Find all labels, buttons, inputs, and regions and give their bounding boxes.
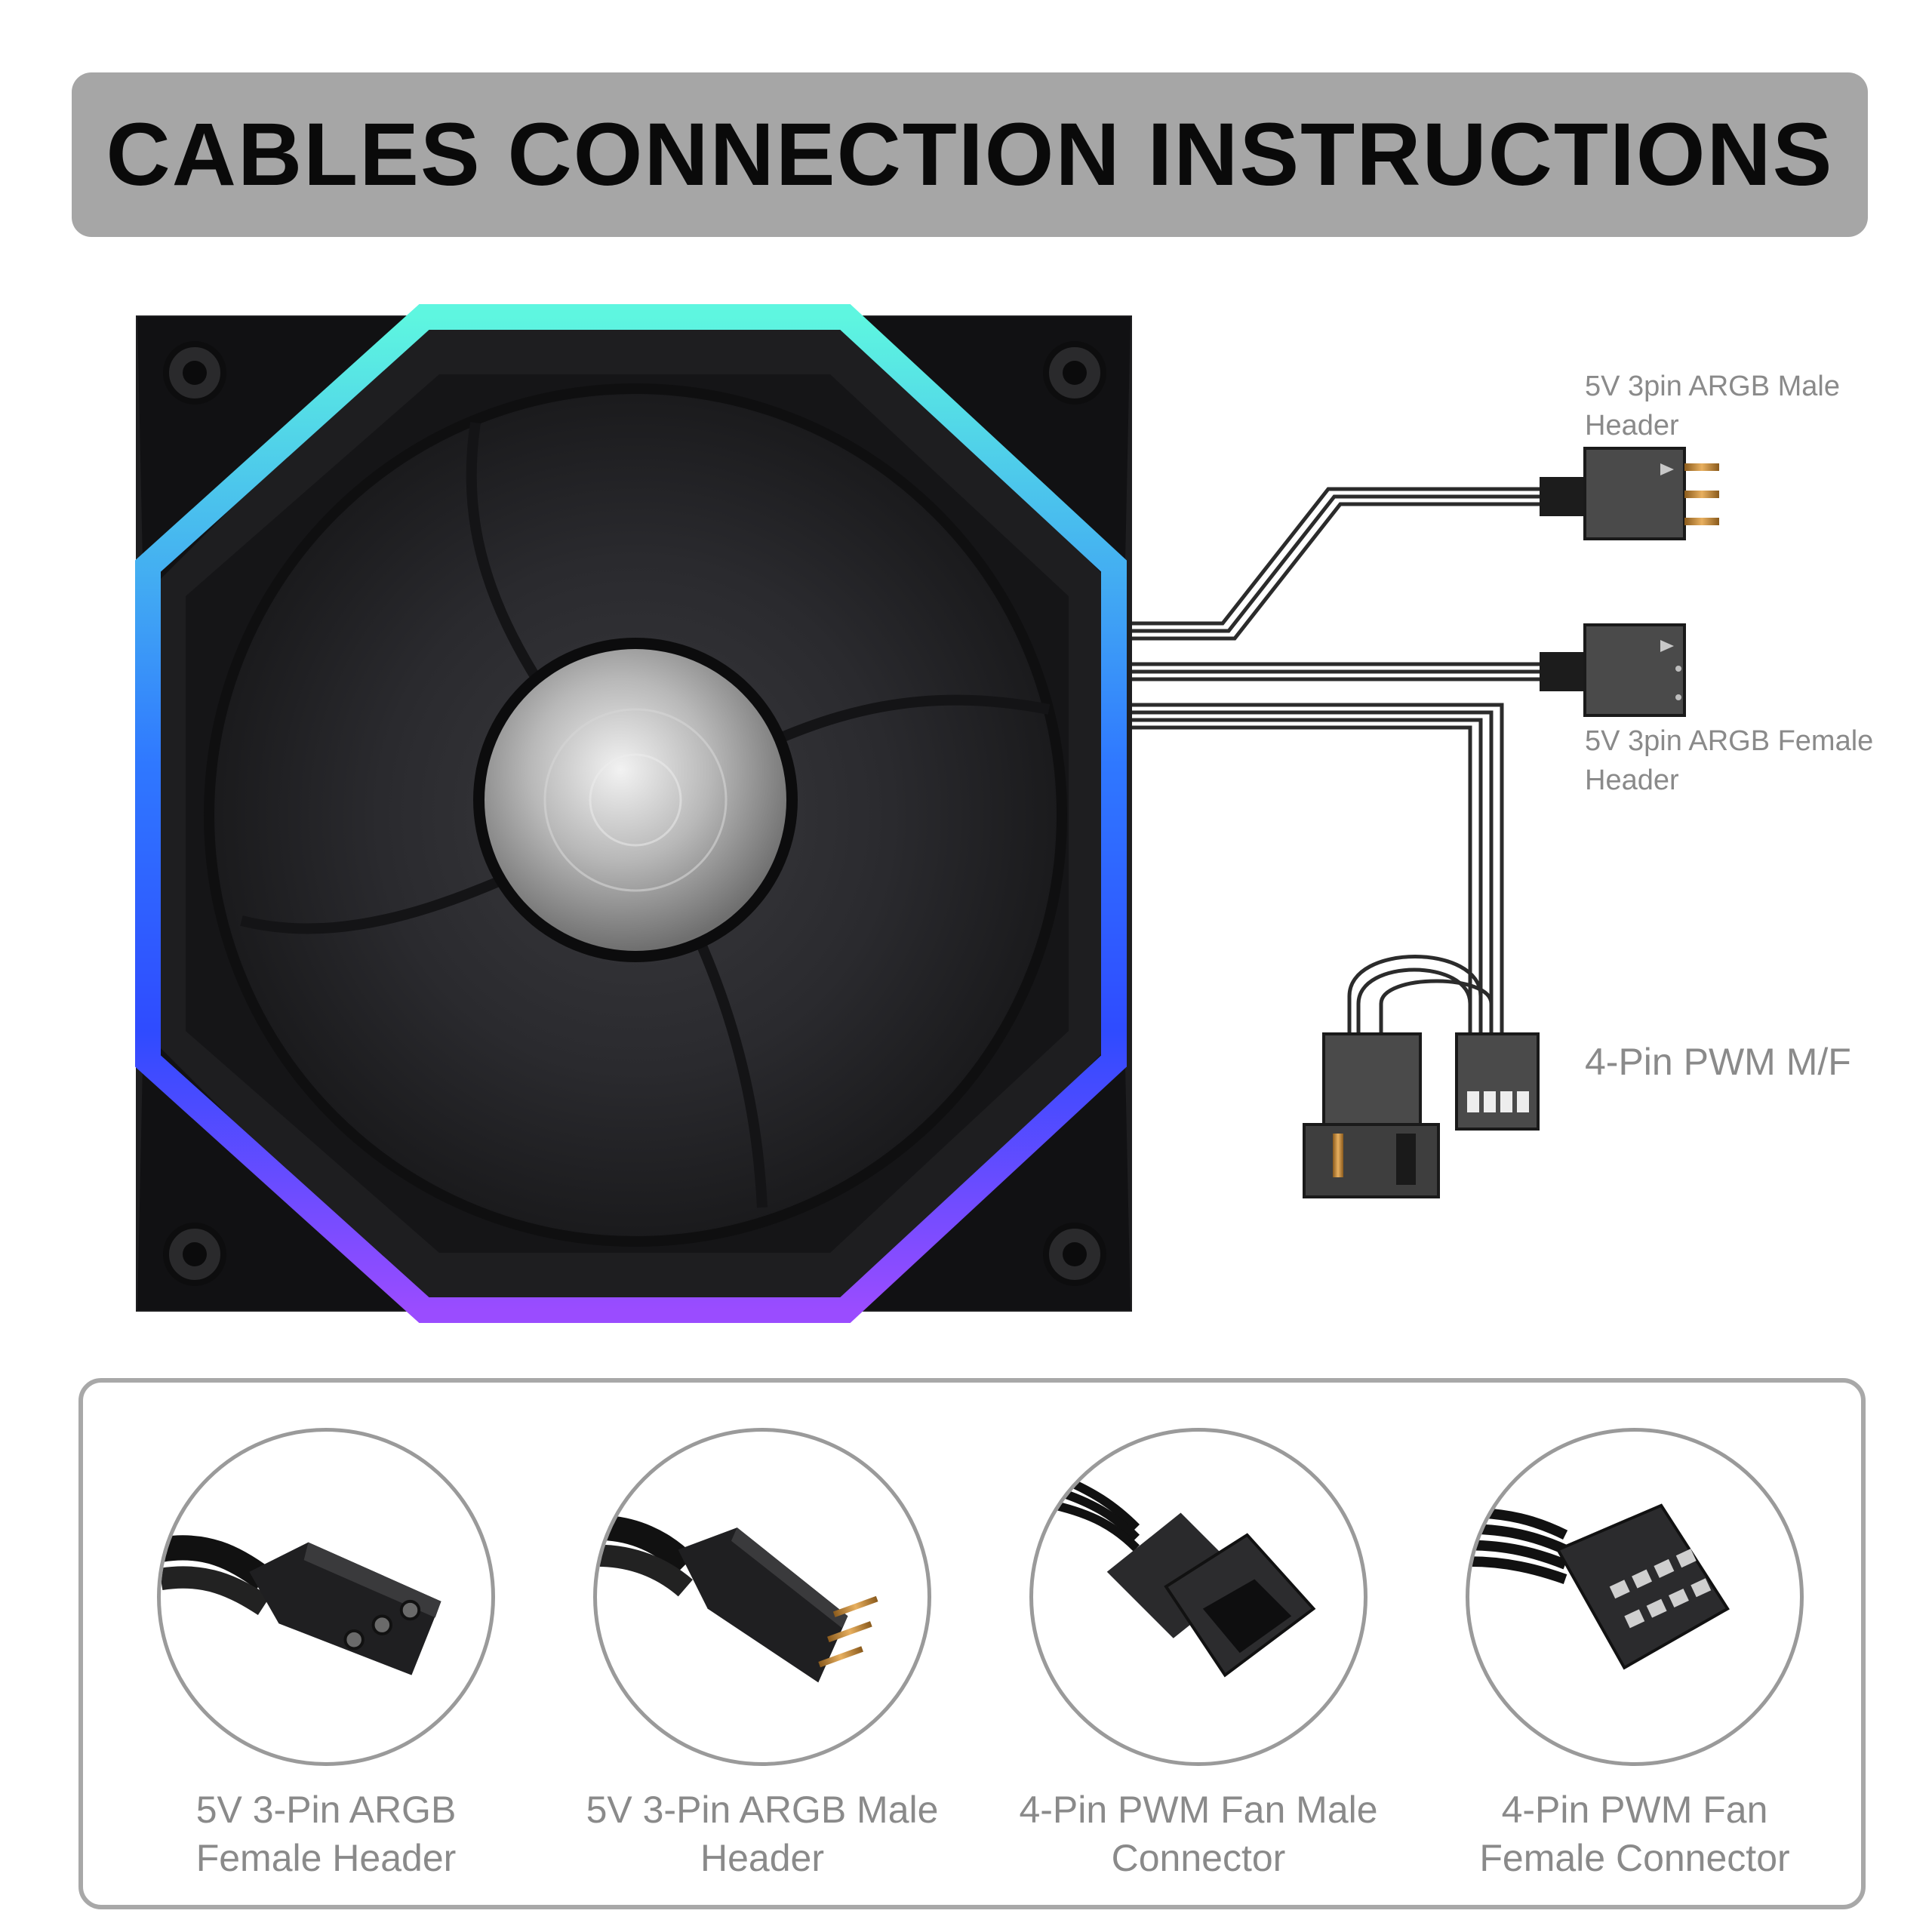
pwm-female-connector-diagram-icon — [1455, 1032, 1540, 1131]
connector-caption: 5V 3-Pin ARGB Male Header — [586, 1789, 939, 1879]
connector-caption: 5V 3-Pin ARGB Female Header — [195, 1789, 457, 1879]
connector-legend-panel: 5V 3-Pin ARGB Female Header 5V 3-Pin ARG… — [78, 1378, 1866, 1909]
page-title: CABLES CONNECTION INSTRUCTIONS — [106, 105, 1834, 205]
callout-argb-female: 5V 3pin ARGB Female Header — [1585, 725, 1874, 796]
connector-item-pwm-female: 4-Pin PWM Fan Female Connector — [1438, 1428, 1831, 1882]
fan-wiring-diagram — [135, 304, 1719, 1323]
title-banner: CABLES CONNECTION INSTRUCTIONS — [72, 72, 1868, 237]
pwm-male-connector-icon — [1029, 1428, 1367, 1766]
callout-argb-male: 5V 3pin ARGB Male Header — [1585, 371, 1840, 441]
connector-caption: 4-Pin PWM Fan Female Connector — [1479, 1789, 1790, 1879]
argb-male-connector-icon — [593, 1428, 931, 1766]
cable-bundle — [1132, 487, 1540, 1034]
connector-caption: 4-Pin PWM Fan Male Connector — [1019, 1789, 1378, 1879]
connector-item-pwm-male: 4-Pin PWM Fan Male Connector — [1002, 1428, 1395, 1882]
argb-female-connector-icon — [157, 1428, 495, 1766]
callout-pwm: 4-Pin PWM M/F — [1585, 1041, 1851, 1083]
pwm-female-connector-icon — [1466, 1428, 1804, 1766]
pwm-male-connector-diagram-icon — [1303, 1032, 1440, 1198]
argb-female-header-icon — [1540, 623, 1686, 717]
connector-item-argb-male: 5V 3-Pin ARGB Male Header — [566, 1428, 958, 1882]
connector-item-argb-female: 5V 3-Pin ARGB Female Header — [130, 1428, 522, 1882]
argb-male-header-icon — [1540, 447, 1719, 540]
fan-icon — [135, 304, 1132, 1323]
